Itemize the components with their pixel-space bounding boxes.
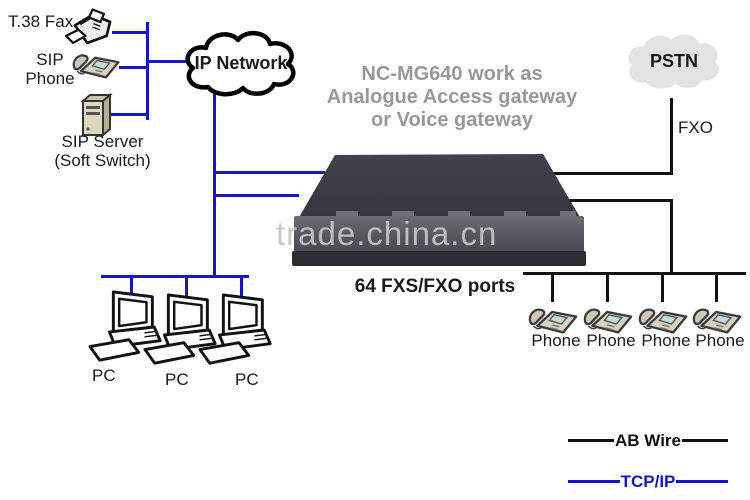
- device-front-panel: [294, 216, 584, 253]
- pc-icon: [143, 293, 217, 365]
- phone-label: Phone: [531, 331, 581, 350]
- phone-icon: [692, 308, 742, 334]
- wire-cloud-down: [213, 94, 216, 278]
- gateway-title-line1: NC-MG640 work as: [361, 63, 543, 85]
- pstn-cloud: PSTN: [622, 28, 726, 94]
- watermark-text: trade.china.cn: [276, 215, 498, 252]
- phone-label: Phone: [695, 331, 745, 350]
- pc-label: PC: [165, 370, 189, 389]
- wire-fax-to-bus: [112, 31, 149, 34]
- legend-tcp-ip: TCP/IP: [568, 472, 728, 492]
- wire-pstn-down: [670, 98, 673, 175]
- wire-pc-bus: [101, 275, 249, 278]
- wire-phone-feed: [670, 199, 673, 275]
- legend-ab-wire-label: AB Wire: [614, 431, 682, 451]
- phone-label: Phone: [641, 331, 691, 350]
- ports-label: 64 FXS/FXO ports: [354, 276, 516, 297]
- wire-phone-drop-2: [606, 272, 609, 302]
- fxo-label: FXO: [678, 118, 713, 137]
- wire-phone-drop-4: [715, 272, 718, 302]
- wire-bus-to-cloud: [146, 60, 188, 63]
- sip-server-label: SIP Server (Soft Switch): [40, 132, 165, 170]
- wire-server-to-bus: [107, 113, 149, 116]
- device-front-tabs: [302, 211, 576, 217]
- pc-icon: [198, 293, 272, 365]
- gateway-title-line3: or Voice gateway: [371, 109, 533, 131]
- phone-icon: [583, 308, 633, 334]
- device-bottom: [292, 251, 586, 266]
- pc-icon: [88, 290, 162, 362]
- legend-tcp-ip-label: TCP/IP: [619, 472, 677, 492]
- gateway-title: NC-MG640 work as Analogue Access gateway…: [312, 63, 592, 132]
- sip-server-label-line2: (Soft Switch): [54, 151, 151, 170]
- wire-fxo-to-gateway: [553, 172, 673, 175]
- ip-network-cloud-shape: [185, 31, 296, 97]
- pstn-cloud-shape: [628, 34, 719, 89]
- ip-network-label: IP Network: [194, 52, 288, 73]
- sip-phone-label-line2: Phone: [25, 69, 75, 88]
- wire-pc-drop-2: [185, 275, 188, 296]
- wire-gateway-right: [560, 199, 673, 202]
- phone-label: Phone: [586, 331, 636, 350]
- fax-machine-icon: [65, 8, 112, 45]
- phone-icon: [638, 308, 688, 334]
- pc-label: PC: [92, 366, 116, 385]
- pstn-label: PSTN: [649, 50, 698, 71]
- wire-phone-bus: [523, 272, 746, 275]
- t38-fax-label: T.38 Fax: [8, 12, 74, 31]
- wire-pc-drop-3: [240, 275, 243, 296]
- wire-phone-drop-1: [551, 272, 554, 302]
- gateway-device-image: trade.china.cn: [276, 153, 586, 267]
- sip-phone-label-line1: SIP: [36, 50, 64, 69]
- wire-sipphone-to-bus: [119, 66, 149, 69]
- wire-to-gateway-2: [213, 194, 299, 197]
- wire-pc-drop-1: [130, 275, 133, 296]
- wire-left-bus: [146, 22, 149, 120]
- sip-phone-label: SIP Phone: [22, 50, 78, 88]
- sip-server-icon: [80, 92, 113, 138]
- gateway-title-line2: Analogue Access gateway: [326, 86, 578, 108]
- device-top-face: [298, 154, 581, 219]
- sip-server-label-line1: SIP Server: [61, 132, 144, 151]
- sip-phone-icon: [72, 54, 120, 79]
- ip-network-cloud: IP Network: [178, 27, 304, 99]
- pc-label: PC: [235, 370, 259, 389]
- wire-phone-drop-3: [661, 272, 664, 302]
- phone-icon: [528, 308, 578, 334]
- legend-ab-wire: AB Wire: [568, 431, 728, 451]
- wire-to-gateway-1: [213, 171, 325, 174]
